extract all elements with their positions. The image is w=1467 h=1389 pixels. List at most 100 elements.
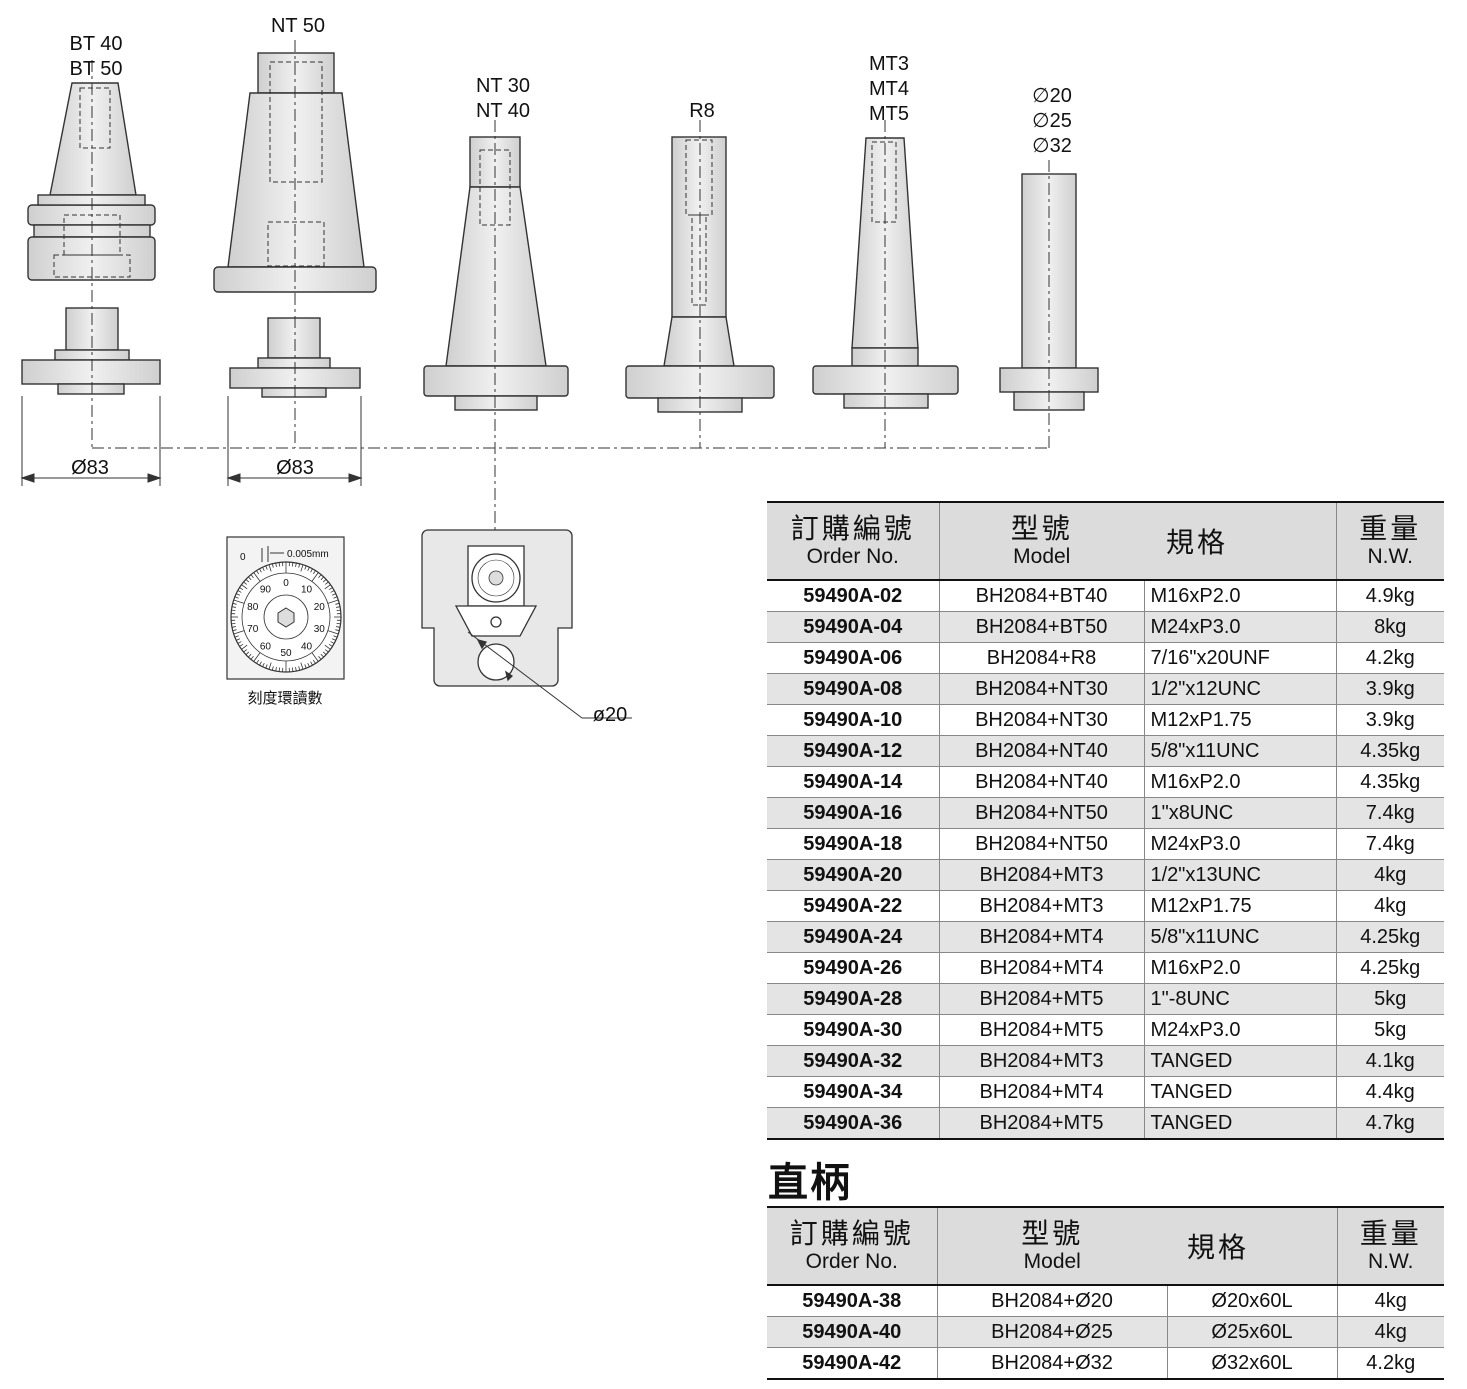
dial-tick bbox=[318, 574, 322, 578]
dial-tick bbox=[262, 662, 265, 667]
weight-cell: 4kg bbox=[1336, 1316, 1444, 1348]
header-model: 型號 Model bbox=[936, 1206, 1167, 1286]
weight-cell: 4.25kg bbox=[1335, 921, 1444, 953]
order-cell: 59490A-20 bbox=[767, 859, 939, 891]
dial-tick bbox=[231, 622, 236, 625]
spec-cell: M12xP1.75 bbox=[1143, 704, 1336, 736]
model-cell: BH2084+MT4 bbox=[938, 921, 1144, 953]
dial-tick bbox=[259, 568, 262, 573]
weight-cell: 4.2kg bbox=[1335, 642, 1444, 674]
order-cell: 59490A-02 bbox=[767, 580, 939, 612]
dial-tick bbox=[310, 661, 313, 666]
dial-detail bbox=[226, 536, 345, 680]
model-cell: BH2084+MT5 bbox=[938, 1107, 1144, 1140]
model-cell: BH2084+MT5 bbox=[938, 1014, 1144, 1046]
dial-tick bbox=[311, 652, 319, 662]
dial-tick bbox=[300, 662, 304, 670]
dial-tick bbox=[245, 579, 250, 583]
nt50-shank-part bbox=[213, 52, 377, 293]
dial-tick bbox=[243, 649, 247, 653]
dimension-label-1: Ø83 bbox=[71, 457, 109, 479]
dial-tick bbox=[328, 643, 333, 647]
dial-tick bbox=[239, 643, 244, 647]
dial-zero-label: 0 bbox=[240, 552, 246, 563]
dial-tick bbox=[335, 602, 340, 605]
dial-tick bbox=[262, 567, 265, 572]
spec-cell: M16xP2.0 bbox=[1143, 580, 1336, 612]
spec-cell: 1/2"x12UNC bbox=[1143, 673, 1336, 705]
section-title-straight-shank: 直柄 bbox=[768, 1160, 852, 1206]
dial-tick bbox=[310, 568, 313, 573]
dial-tick bbox=[320, 653, 324, 658]
weight-cell: 4kg bbox=[1335, 890, 1444, 922]
dial-tick bbox=[336, 606, 341, 608]
order-cell: 59490A-36 bbox=[767, 1107, 939, 1140]
dial-tick bbox=[278, 562, 281, 567]
order-cell: 59490A-06 bbox=[767, 642, 939, 674]
model-cell: BH2084+MT3 bbox=[938, 1045, 1144, 1077]
order-cell: 59490A-10 bbox=[767, 704, 939, 736]
weight-cell: 4.7kg bbox=[1335, 1107, 1444, 1140]
dial-tick bbox=[307, 662, 310, 667]
dial-tick bbox=[250, 574, 254, 578]
weight-cell: 4kg bbox=[1335, 859, 1444, 891]
order-table-taper-shanks: 訂購編號 Order No. 型號 Model 規格 重量 N.W. 59490… bbox=[767, 501, 1444, 1140]
model-cell: BH2084+MT3 bbox=[938, 859, 1144, 891]
dial-tick bbox=[312, 570, 316, 575]
label-bt50: BT 50 bbox=[70, 58, 123, 80]
spec-cell: Ø25x60L bbox=[1166, 1316, 1337, 1348]
dial-number: 60 bbox=[260, 641, 272, 652]
dial-tick bbox=[328, 587, 333, 591]
dial-tick bbox=[325, 581, 329, 585]
dial-tick bbox=[243, 581, 247, 585]
dial-tick bbox=[300, 564, 304, 572]
weight-cell: 4.35kg bbox=[1335, 735, 1444, 767]
header-order-no: 訂購編號 Order No. bbox=[767, 501, 939, 581]
dial-tick bbox=[298, 666, 301, 671]
bt-base-part bbox=[21, 307, 161, 395]
dial-tick bbox=[234, 596, 239, 599]
spec-cell: M24xP3.0 bbox=[1143, 611, 1336, 643]
model-cell: BH2084+MT3 bbox=[938, 890, 1144, 922]
dial-tick bbox=[271, 563, 274, 568]
order-cell: 59490A-12 bbox=[767, 735, 939, 767]
label-nt50: NT 50 bbox=[271, 15, 325, 37]
header-model: 型號 Model bbox=[938, 501, 1144, 581]
order-cell: 59490A-24 bbox=[767, 921, 939, 953]
dial-tick bbox=[327, 599, 339, 604]
model-cell: BH2084+R8 bbox=[938, 642, 1144, 674]
order-cell: 59490A-40 bbox=[767, 1316, 937, 1348]
order-cell: 59490A-42 bbox=[767, 1347, 937, 1380]
dial-tick bbox=[234, 635, 239, 638]
model-cell: BH2084+MT4 bbox=[938, 952, 1144, 984]
dial-tick bbox=[265, 565, 268, 570]
dial-tick bbox=[298, 563, 301, 568]
label-nt30: NT 30 bbox=[476, 75, 530, 97]
weight-cell: 4kg bbox=[1336, 1285, 1444, 1317]
order-cell: 59490A-34 bbox=[767, 1076, 939, 1108]
dial-tick bbox=[236, 638, 241, 641]
model-cell: BH2084+NT50 bbox=[938, 828, 1144, 860]
order-cell: 59490A-04 bbox=[767, 611, 939, 643]
dial-tick bbox=[307, 567, 310, 572]
label-r8: R8 bbox=[689, 100, 715, 122]
spec-cell: M12xP1.75 bbox=[1143, 890, 1336, 922]
dial-caption: 刻度環讀數 bbox=[247, 690, 322, 707]
order-cell: 59490A-22 bbox=[767, 890, 939, 922]
weight-cell: 5kg bbox=[1335, 1014, 1444, 1046]
dial-number: 90 bbox=[260, 585, 272, 596]
dial-tick bbox=[233, 599, 245, 604]
model-cell: BH2084+NT40 bbox=[938, 766, 1144, 798]
spec-cell: M24xP3.0 bbox=[1143, 828, 1336, 860]
order-cell: 59490A-32 bbox=[767, 1045, 939, 1077]
header-spec: 規格 bbox=[1167, 1206, 1337, 1286]
dial-tick bbox=[231, 609, 236, 612]
boring-head-front-view bbox=[421, 529, 632, 719]
